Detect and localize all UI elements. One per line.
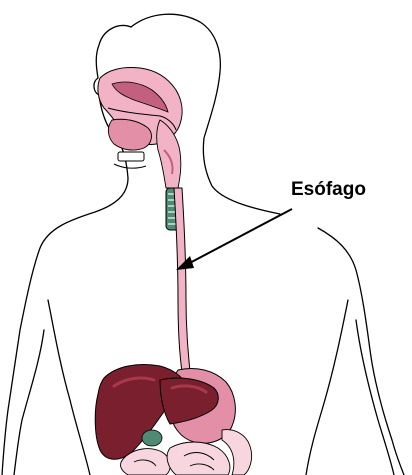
esophagus-pointer-line [184, 209, 292, 266]
left-torso-outline [48, 300, 90, 475]
right-torso-outline [306, 300, 348, 475]
gallbladder [142, 430, 162, 446]
esophagus [174, 188, 190, 372]
left-inner-arm-outline [14, 330, 44, 475]
teeth [118, 152, 144, 161]
lower-lip [114, 164, 146, 168]
right-inner-arm-outline [356, 320, 394, 475]
esophagus-label: Esófago [291, 179, 366, 201]
